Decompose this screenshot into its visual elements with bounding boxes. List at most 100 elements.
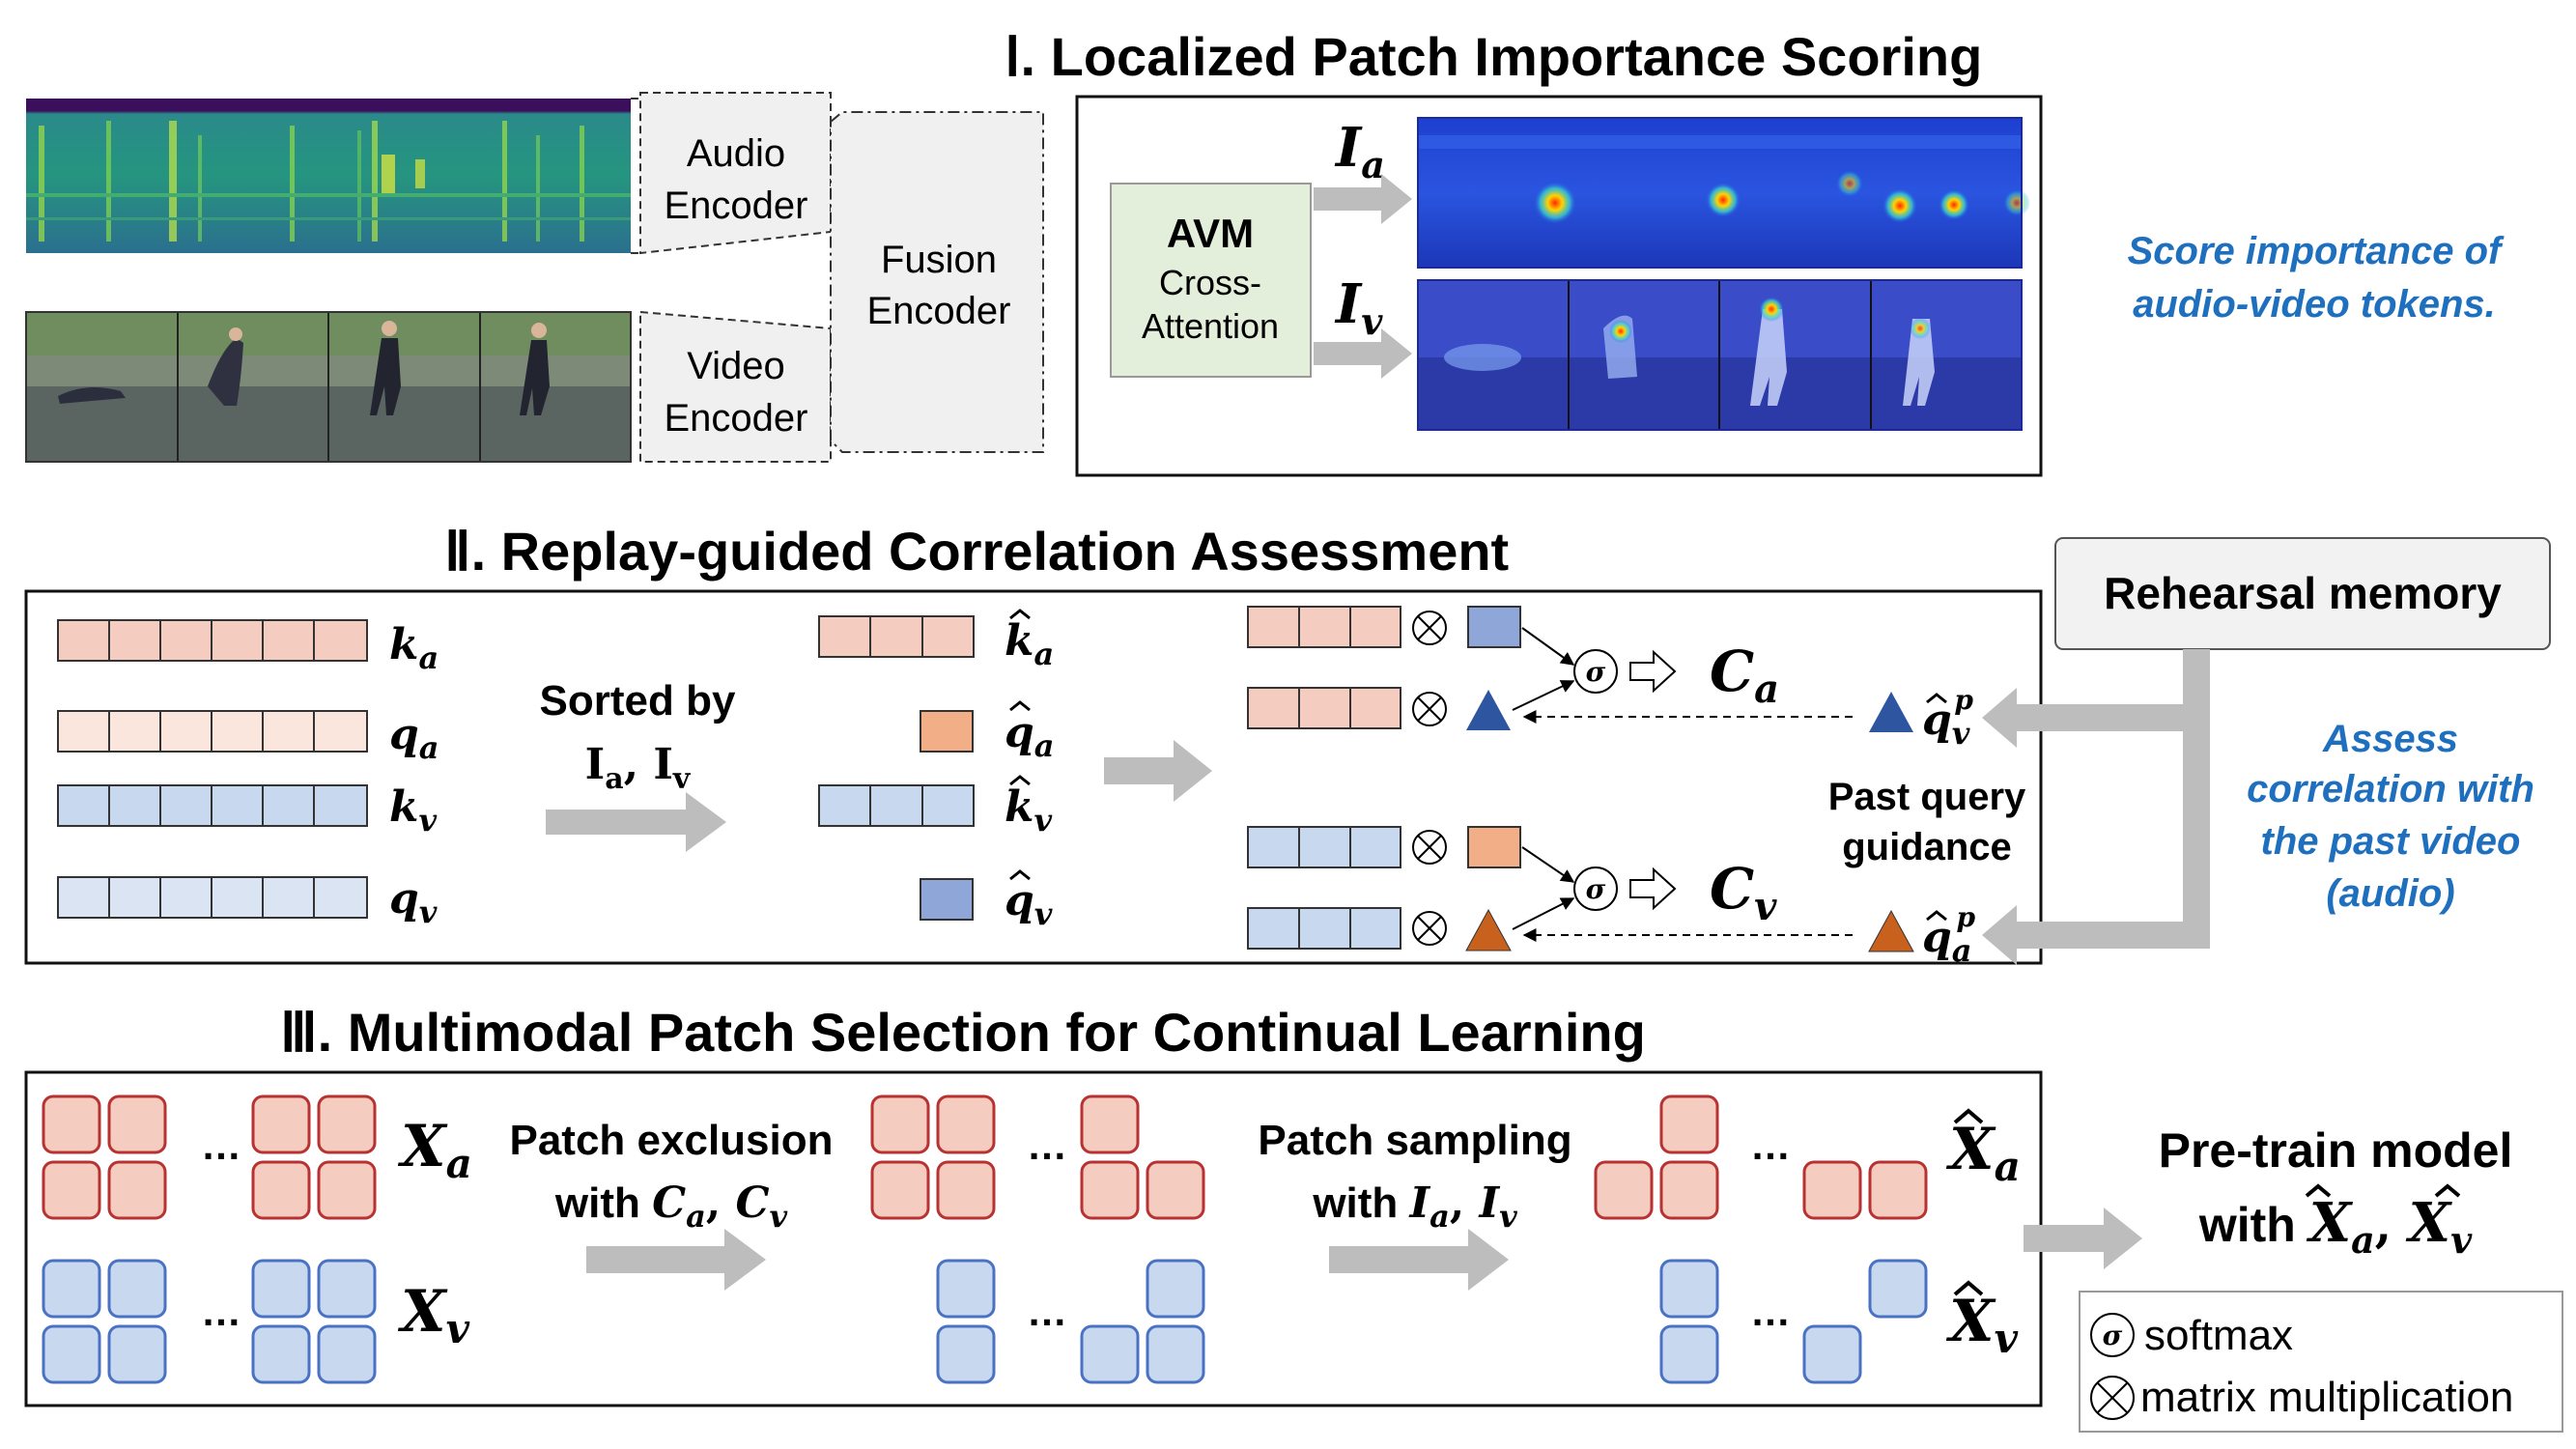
- patch-square: [317, 1259, 377, 1319]
- ka-hat-label: ka: [1005, 616, 1054, 672]
- pretrain-label: Pre-train model: [2159, 1123, 2513, 1178]
- spectrogram-image: [26, 99, 631, 253]
- iv-arrow: [1314, 328, 1412, 379]
- section2-side-note: Assess correlation with the past video (…: [2247, 718, 2534, 915]
- pretrain-arrow: [2024, 1208, 2142, 1269]
- svg-text:Rehearsal memory: Rehearsal memory: [2104, 568, 2502, 618]
- qa-label: qa: [389, 710, 439, 766]
- rehearsal-memory-box: Rehearsal memory: [2054, 537, 2551, 650]
- qa-token-strip: [57, 710, 368, 753]
- qv-label: qv: [389, 874, 438, 930]
- kv-label: kv: [389, 782, 438, 838]
- video-heatmap-image: [1417, 279, 2023, 431]
- past-query-triangle-icon: [1466, 690, 1511, 730]
- svg-text:(audio): (audio): [2326, 872, 2454, 915]
- rehearsal-arrows: [1982, 649, 2210, 965]
- past-query-guidance-label: Past query guidance: [1828, 776, 2026, 868]
- ca-key-strip: [1247, 606, 1401, 648]
- pretrain-with-label: with Xa, Xv: [2198, 1191, 2473, 1262]
- softmax-icon: σ: [1573, 649, 1618, 694]
- svg-text:σ: σ: [1586, 656, 1606, 688]
- audio-heatmap-image: [1417, 117, 2030, 269]
- ia-arrow: [1314, 174, 1412, 224]
- matmul-icon: [2090, 1376, 2135, 1420]
- svg-text:Encoder: Encoder: [665, 397, 808, 440]
- xv-hat-label: Xv: [1945, 1288, 2019, 1362]
- matmul-icon: [1412, 611, 1447, 645]
- patch-square: [936, 1160, 996, 1220]
- section1-side-note: Score importance of audio-video tokens.: [2128, 230, 2505, 326]
- svg-text:Score importance of: Score importance of: [2128, 230, 2505, 272]
- legend-softmax-label: softmax: [2144, 1312, 2293, 1359]
- patch-square: [1080, 1094, 1140, 1154]
- patch-square: [42, 1259, 101, 1319]
- past-query-triangle-icon: [1465, 908, 1512, 952]
- to-correlation-arrow: [1104, 740, 1212, 802]
- matmul-icon: [1412, 692, 1447, 726]
- patch-square: [1868, 1160, 1928, 1220]
- svg-text:Audio: Audio: [687, 132, 785, 175]
- ellipsis: …: [1027, 1289, 1067, 1334]
- video-frames-image: [25, 311, 632, 463]
- qv-token-strip: [57, 876, 368, 919]
- qa-hat-label: qa: [1005, 708, 1055, 764]
- cv-arrow-top: [1521, 846, 1575, 883]
- patch-square: [251, 1094, 311, 1154]
- svg-text:σ: σ: [1586, 873, 1606, 905]
- svg-text:Fusion: Fusion: [881, 239, 997, 281]
- ca-query-token: [1467, 606, 1521, 648]
- patch-square: [107, 1324, 167, 1384]
- patch-square: [251, 1259, 311, 1319]
- ellipsis: …: [1027, 1122, 1067, 1168]
- ca-label: Ca: [1710, 639, 1779, 712]
- patch-square: [1659, 1324, 1719, 1384]
- patch-square: [936, 1094, 996, 1154]
- kv-hat-strip: [818, 784, 975, 827]
- ca-hollow-arrow: [1629, 649, 1677, 694]
- past-hat-marks: [1926, 693, 1947, 922]
- patch-sampling-label: Patch sampling: [1258, 1117, 1571, 1164]
- svg-text:guidance: guidance: [1842, 826, 2012, 868]
- svg-text:σ: σ: [2103, 1320, 2123, 1351]
- legend: σ softmax matrix multiplication: [2079, 1291, 2563, 1433]
- ellipsis: …: [201, 1289, 241, 1334]
- matmul-icon: [1412, 830, 1447, 865]
- qv-hat-label: qv: [1005, 876, 1053, 932]
- qv-past-label: qvp: [1922, 684, 1973, 752]
- section1-panel: [1075, 95, 2043, 477]
- svg-text:Encoder: Encoder: [665, 185, 808, 227]
- patch-square: [1802, 1324, 1862, 1384]
- xa-hat-label: Xa: [1945, 1116, 2021, 1190]
- svg-text:correlation with: correlation with: [2247, 768, 2534, 810]
- patch-square: [317, 1160, 377, 1220]
- section2-panel: [24, 589, 2043, 965]
- softmax-icon: σ: [1573, 867, 1618, 911]
- matmul-icon: [1412, 911, 1447, 946]
- patch-square: [251, 1324, 311, 1384]
- ellipsis: …: [201, 1122, 241, 1168]
- patch-square: [870, 1160, 930, 1220]
- audio-encoder-box: Audio Encoder: [639, 92, 832, 255]
- svg-text:Cross-: Cross-: [1159, 263, 1261, 302]
- ellipsis: …: [1750, 1289, 1791, 1334]
- cv-label: Cv: [1710, 856, 1777, 929]
- legend-matmul-label: matrix multiplication: [2140, 1374, 2513, 1421]
- patch-grid: [42, 1094, 1928, 1384]
- exclusion-with-label: with Ca, Cv: [554, 1179, 788, 1235]
- patch-square: [42, 1160, 101, 1220]
- patch-exclusion-label: Patch exclusion: [509, 1117, 833, 1164]
- svg-text:Attention: Attention: [1142, 306, 1279, 346]
- ca-past-key-strip: [1247, 687, 1401, 729]
- svg-text:audio-video tokens.: audio-video tokens.: [2133, 283, 2496, 326]
- cv-arrow-bottom: [1512, 897, 1575, 930]
- ka-hat-strip: [818, 615, 975, 658]
- ca-arrow-bottom: [1512, 680, 1575, 711]
- patch-square: [1146, 1259, 1205, 1319]
- video-encoder-box: Video Encoder: [639, 310, 832, 463]
- ka-label: ka: [389, 620, 439, 676]
- sorted-keys-label: Ia, Iv: [585, 740, 692, 796]
- patch-square: [107, 1160, 167, 1220]
- patch-square: [1659, 1160, 1719, 1220]
- softmax-icon: σ: [2090, 1313, 2135, 1357]
- qv-past-triangle-icon: [1869, 692, 1913, 732]
